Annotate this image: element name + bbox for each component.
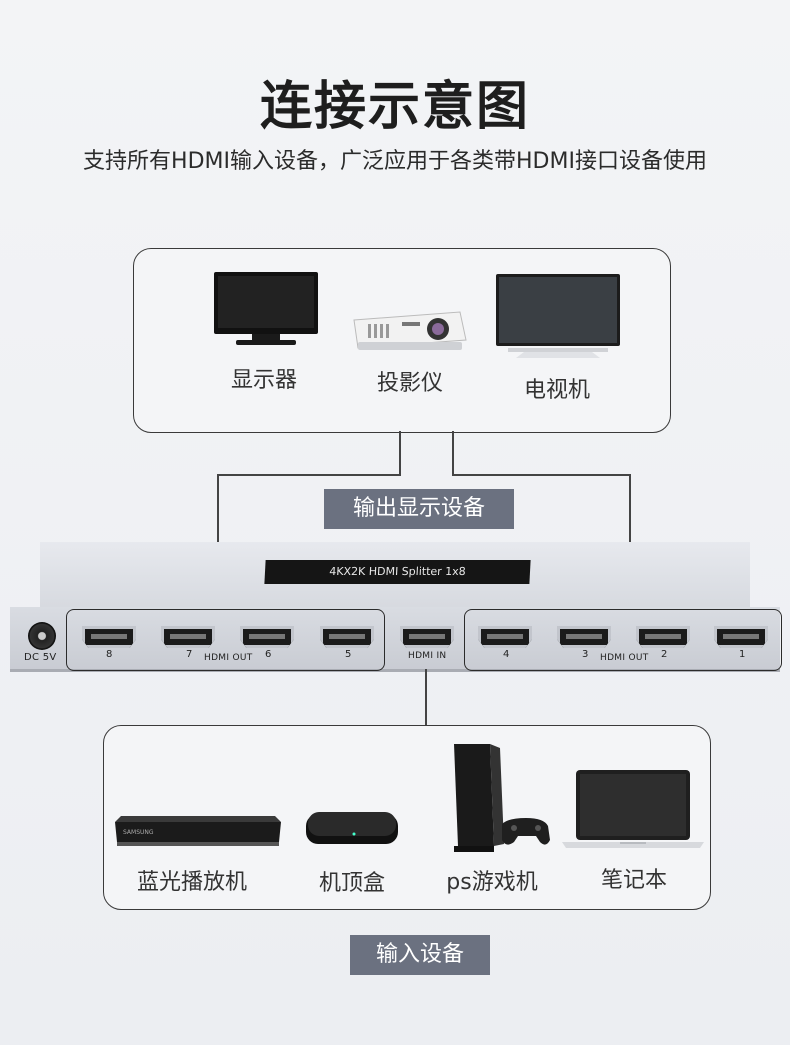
connector-line <box>217 474 401 476</box>
port-number: 6 <box>265 649 272 660</box>
set-top-box-icon <box>306 812 398 844</box>
hdmi-out-port-2 <box>636 626 690 648</box>
hdmi-out-label-right: HDMI OUT <box>600 653 649 663</box>
hdmi-out-port-4 <box>478 626 532 648</box>
monitor-icon <box>214 272 318 345</box>
bluray-player-icon: SAMSUNG <box>115 816 281 846</box>
port-number: 5 <box>345 649 352 660</box>
port-number: 2 <box>661 649 668 660</box>
projector-icon <box>353 311 467 350</box>
connector-line <box>425 669 427 726</box>
page-subtitle: 支持所有HDMI输入设备，广泛应用于各类带HDMI接口设备使用 <box>83 149 707 174</box>
connector-line <box>399 431 401 475</box>
device-label-laptop: 笔记本 <box>600 868 667 893</box>
port-number: 7 <box>186 649 193 660</box>
device-label-tv: 电视机 <box>523 378 590 403</box>
hdmi-in-port <box>400 626 454 648</box>
device-label-monitor: 显示器 <box>230 368 297 393</box>
hdmi-out-label-left: HDMI OUT <box>204 653 253 663</box>
hdmi-out-port-6 <box>240 626 294 648</box>
dc-power-jack <box>28 622 56 650</box>
game-console-icon <box>454 744 550 852</box>
hdmi-out-port-7 <box>161 626 215 648</box>
hdmi-out-port-5 <box>320 626 374 648</box>
input-devices-tag: 输入设备 <box>350 935 490 975</box>
hdmi-out-port-3 <box>557 626 611 648</box>
port-number: 4 <box>503 649 510 660</box>
splitter-logo-plate: 4KX2K HDMI Splitter 1x8 <box>264 560 531 584</box>
device-label-bluray: 蓝光播放机 <box>136 870 247 895</box>
page-title: 连接示意图 <box>259 77 530 137</box>
svg-text:SAMSUNG: SAMSUNG <box>123 829 154 836</box>
connector-line <box>452 431 454 475</box>
device-label-set-top-box: 机顶盒 <box>318 871 385 896</box>
hdmi-out-port-1 <box>714 626 768 648</box>
device-label-ps: ps游戏机 <box>446 870 538 895</box>
hdmi-out-port-8 <box>82 626 136 648</box>
tv-icon <box>496 274 620 358</box>
port-number: 8 <box>106 649 113 660</box>
hdmi-out-group-left <box>66 609 385 671</box>
port-number: 3 <box>582 649 589 660</box>
dc-label: DC 5V <box>24 652 57 663</box>
hdmi-out-group-right <box>464 609 782 671</box>
device-label-projector: 投影仪 <box>376 371 443 396</box>
port-number: 1 <box>739 649 746 660</box>
connector-line <box>452 474 630 476</box>
hdmi-in-label: HDMI IN <box>408 651 447 661</box>
laptop-icon <box>562 770 704 848</box>
output-devices-tag: 输出显示设备 <box>324 489 514 529</box>
